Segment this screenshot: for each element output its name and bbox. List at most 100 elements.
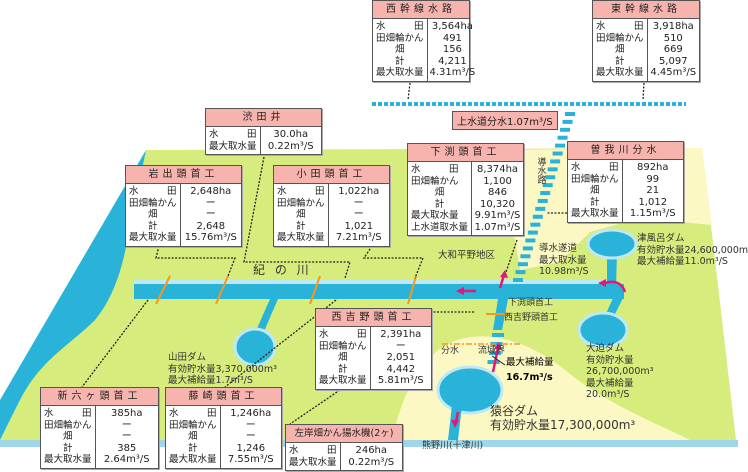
row-value: 2,051 — [386, 352, 416, 363]
row-value: 156 — [442, 44, 462, 55]
row-label: 田畑輪かん — [319, 340, 367, 352]
row-value: 669 — [663, 44, 683, 55]
row-value: 1,100 — [483, 175, 512, 187]
tunnel-dash — [550, 159, 561, 164]
row-label: 最大取水量 — [289, 456, 337, 468]
branch-dash — [487, 360, 500, 364]
row-value: 1,246ha — [230, 408, 272, 419]
row-value: 21 — [646, 185, 660, 196]
tsuburo-name: 津風呂ダム — [637, 233, 685, 244]
yamada-storage: 有効貯水量3,370,000m³ — [168, 363, 277, 375]
row-value: 846 — [487, 187, 508, 198]
tunnel-dash — [513, 278, 523, 282]
row-label: 計 — [434, 198, 445, 210]
dosui-zuido-max-label: 最大取水量 — [539, 254, 587, 266]
row-value: 2,648 — [196, 220, 226, 232]
info-box-title: 曽我川分水 — [568, 142, 683, 160]
tunnel-dash — [557, 135, 568, 140]
max-supply-label: 最大補給量 16.7m³/s — [506, 357, 554, 383]
row-value: 1.15m³/S — [629, 208, 676, 219]
row-label: 計 — [395, 55, 405, 67]
row-label: 畑 — [590, 185, 600, 196]
row-value: 3,564ha — [431, 21, 473, 32]
row-value: 4.45m³/S — [650, 67, 697, 78]
row-value: 1,022ha — [338, 186, 380, 197]
row-labels: 水 田田畑輪かん畑計最大取水量 — [274, 184, 329, 246]
tunnel-dash — [520, 254, 531, 259]
tunnel-dash — [530, 222, 541, 227]
tunnel-dash — [535, 206, 546, 211]
tsuburo-dam — [586, 228, 638, 260]
row-value: 7.21m³/S — [335, 232, 382, 243]
tunnel-dash — [515, 270, 526, 275]
row-label: 水 田 — [169, 408, 217, 419]
dosui-zuido-max-value: 10.98m³/S — [539, 266, 589, 277]
callout-arrow — [491, 355, 506, 366]
row-label: 計 — [338, 363, 348, 375]
info-box-title: 左岸畑かん揚水機(2ヶ) — [286, 425, 402, 443]
row-value: 99 — [646, 173, 660, 185]
row-label: 畑 — [296, 209, 306, 220]
info-box-title: 西吉野頭首工 — [316, 309, 431, 327]
row-labels: 水 田田畑輪かん畑計最大取水量 — [373, 19, 428, 81]
row-label: 田畑輪かん — [411, 175, 459, 187]
osako-supply-label: 最大補給量 — [586, 377, 634, 389]
row-label: 最大取水量 — [411, 210, 459, 221]
tsuburo-supply: 最大補給量11.0m³/S — [637, 256, 728, 267]
row-value: 4,442 — [386, 363, 416, 375]
row-labels: 水 田田畑輪かん畑計最大取水量 — [166, 406, 221, 468]
row-value: 1.07m³/S — [474, 221, 521, 233]
row-value: 2.64m³/S — [103, 454, 150, 465]
row-value: 9.91m³/S — [474, 210, 521, 221]
row-label: 上水道取水量 — [411, 221, 469, 233]
row-value: 510 — [663, 32, 683, 44]
row-label: 水 田 — [209, 129, 257, 140]
tunnel-dash — [562, 119, 573, 124]
row-value: 4.31m³/S — [429, 67, 476, 78]
kinokawa-label: 紀 の 川 — [253, 263, 312, 277]
branch-dash — [489, 351, 501, 355]
tsuburo-stem — [607, 250, 617, 290]
info-box-title: 藤崎頭首工 — [166, 388, 281, 406]
row-value: ー — [245, 431, 256, 442]
row-value: 2,648ha — [190, 186, 232, 197]
row-label: 計 — [615, 55, 625, 67]
row-value: 2,391ha — [380, 329, 422, 340]
row-label: 田畑輪かん — [44, 419, 92, 431]
left-water — [0, 150, 146, 440]
row-label: 最大取水量 — [169, 454, 217, 465]
row-labels: 水 田田畑輪かん畑計最大取水量 — [593, 19, 648, 81]
tunnel-dash — [547, 167, 558, 172]
max-supply-title: 最大補給量 — [506, 357, 554, 368]
row-value: 10,320 — [480, 198, 515, 210]
weir-marks — [155, 275, 510, 315]
row-label: 畑 — [615, 44, 625, 55]
tunnel-dash — [565, 112, 575, 116]
tunnel-dash — [555, 143, 566, 148]
row-label: 水 田 — [376, 21, 424, 32]
row-value: ー — [121, 431, 132, 442]
yamada-stem — [255, 299, 278, 336]
branch-dash — [490, 342, 503, 346]
sarutani-dam — [436, 365, 504, 415]
row-label: 水 田 — [277, 186, 325, 197]
row-label: 計 — [188, 442, 198, 454]
row-value: 30.0ha — [273, 129, 309, 140]
osako-storage-label: 有効貯水量 — [586, 354, 634, 366]
max-supply-value: 16.7m³/s — [506, 371, 553, 383]
kinokawa-river — [134, 284, 624, 299]
